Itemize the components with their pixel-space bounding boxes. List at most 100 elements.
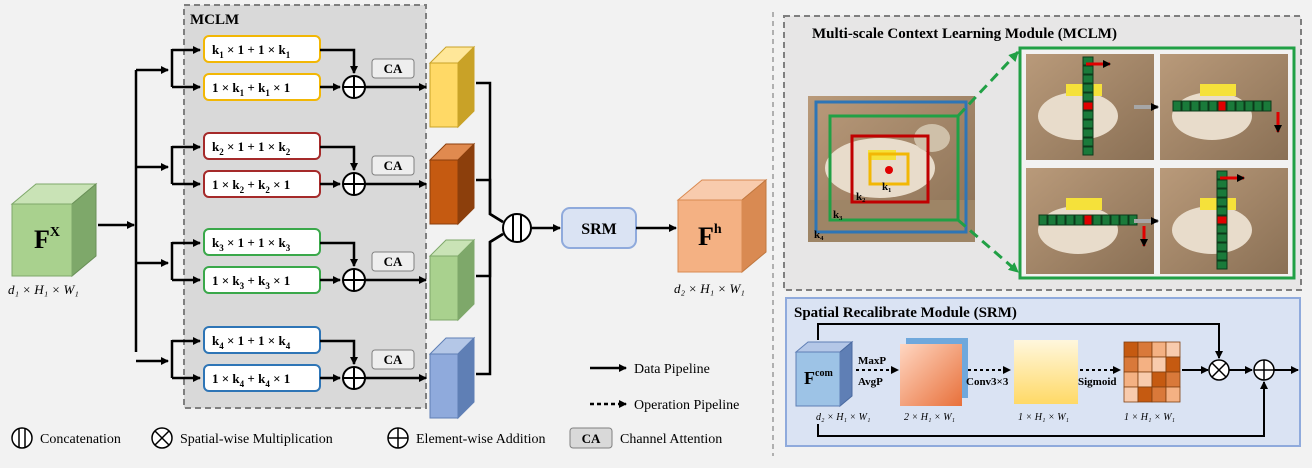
merge-lines [476, 81, 504, 376]
output-label: Fh [698, 222, 722, 251]
input-cube [10, 182, 98, 278]
branch-4-ca-tag [371, 349, 415, 370]
grid-cell [1123, 356, 1139, 373]
add-node [1253, 359, 1275, 381]
center-point [885, 166, 893, 174]
maxp-label: MaxP [858, 355, 886, 367]
grid-cell [1123, 386, 1139, 403]
grid-cell [1165, 341, 1181, 358]
skip-to-add [817, 381, 1268, 437]
grid-cell [1137, 341, 1153, 358]
grid-cell [1137, 371, 1153, 388]
branch-3-feature-cube [428, 238, 476, 322]
mclm-region-label: MCLM [190, 12, 239, 28]
legend-operation-pipeline: Operation Pipeline [634, 398, 739, 413]
branch-1-ca-label: CA [384, 61, 403, 76]
mult-node [1208, 359, 1230, 381]
legend-channel-attention: Channel Attention [620, 432, 722, 447]
branches: k1 × 1 + 1 × k1 1 × k1 + k1 × 1 CA k2 × 1 +… [136, 35, 476, 420]
skip-to-mult [817, 323, 1223, 359]
legend-ca-key-label: CA [582, 431, 601, 446]
srm-box-label: SRM [581, 221, 617, 238]
map2 [1014, 340, 1078, 404]
fcom-label: Fcom [804, 368, 833, 388]
branch-4-ca-label: CA [384, 352, 403, 367]
grid-cell [1165, 386, 1181, 403]
zoom-line-top [956, 50, 1020, 118]
grid-cell [1151, 356, 1167, 373]
branch-2-feature-cube [428, 142, 476, 226]
zoom-line-bottom [957, 218, 1019, 274]
map1-dims: 2 × H₁ × W₁ [904, 412, 955, 423]
scale-label-k3: k₃ [833, 209, 843, 221]
conv-label: Conv3×3 [966, 376, 1009, 388]
scale-box-k1 [868, 152, 910, 186]
concat-symbol [502, 213, 532, 243]
branch-3-top-out [320, 241, 358, 267]
branch-2-add-node [342, 172, 366, 196]
scale-box-k4 [814, 100, 968, 234]
branch-1-top-label: k1 × 1 + 1 × k1 [212, 42, 291, 60]
branch-4-add-node [342, 366, 366, 390]
legend-concatenation: Concatenation [40, 432, 121, 447]
legend-data-pipeline: Data Pipeline [634, 362, 710, 377]
grid-cell [1123, 341, 1139, 358]
grid-cell [1137, 356, 1153, 373]
branch-1-feature-cube [428, 45, 476, 129]
scale-label-k2: k₂ [856, 191, 866, 203]
grid-cell [1165, 371, 1181, 388]
branch-3-ca-label: CA [384, 254, 403, 269]
branch-1-ca-tag [371, 58, 415, 79]
mclm-panel-title: Multi-scale Context Learning Module (MCL… [812, 26, 1117, 42]
branch-4-top-out [320, 339, 358, 365]
sigmoid-label: Sigmoid [1078, 376, 1117, 388]
branch-2-ca-tag [371, 155, 415, 176]
attention-grid [1123, 341, 1181, 403]
branch-4-top-label: k4 × 1 + 1 × k4 [212, 333, 291, 351]
grid-cell [1137, 386, 1153, 403]
branch-2-top-out [320, 145, 358, 171]
legend-element-add: Element-wise Addition [416, 432, 545, 447]
branch-1-bottom-label: 1 × k1 + k1 × 1 [212, 80, 290, 98]
grid-cell [1151, 341, 1167, 358]
branch-3-ca-tag [371, 251, 415, 272]
branch-4-feature-cube [428, 336, 476, 420]
output-cube [676, 178, 768, 274]
zoom-tile-2 [1160, 54, 1288, 160]
map3-dims: 1 × H₁ × W₁ [1124, 412, 1175, 423]
branch-2-ca-label: CA [384, 158, 403, 173]
scale-label-k1: k₁ [882, 181, 891, 193]
branch-1-top-out [320, 48, 358, 74]
branch-2-merge [476, 178, 504, 224]
scale-label-k4: k₄ [814, 229, 824, 241]
avgp-label: AvgP [858, 376, 883, 388]
grid-cell [1123, 371, 1139, 388]
input-dims: d₁ × H₁ × W₁ [8, 282, 79, 297]
zoom-tile-4 [1160, 168, 1288, 274]
output-dims: d₂ × H₁ × W₁ [674, 281, 745, 296]
legend-concat-icon [11, 427, 33, 449]
zoom-tile-3 [1026, 168, 1154, 274]
legend-ca-key [569, 427, 613, 449]
grid-cell [1151, 371, 1167, 388]
legend-add-icon [387, 427, 409, 449]
branch-2-top-label: k2 × 1 + 1 × k2 [212, 139, 291, 157]
branch-3-bottom-label: 1 × k3 + k3 × 1 [212, 273, 290, 291]
branch-4-bottom-label: 1 × k4 + k4 × 1 [212, 371, 290, 389]
legend-spatial-mult: Spatial-wise Multiplication [180, 432, 333, 447]
map2-dims: 1 × H₁ × W₁ [1018, 412, 1069, 423]
branch-3-add-node [342, 268, 366, 292]
branch-1-add-node [342, 75, 366, 99]
zoom-tile-1 [1026, 54, 1154, 160]
fcom-dims: d₂ × H₁ × W₁ [816, 412, 870, 423]
zoom-tiles [1026, 54, 1288, 274]
scale-box-k3 [828, 114, 960, 222]
branch-3-top-label: k3 × 1 + 1 × k3 [212, 235, 291, 253]
fcom-cube [794, 340, 854, 408]
grid-cell [1151, 386, 1167, 403]
branch-2-bottom-label: 1 × k2 + k2 × 1 [212, 177, 290, 195]
scale-box-k2 [850, 134, 930, 204]
srm-panel-title: Spatial Recalibrate Module (SRM) [794, 305, 1017, 321]
